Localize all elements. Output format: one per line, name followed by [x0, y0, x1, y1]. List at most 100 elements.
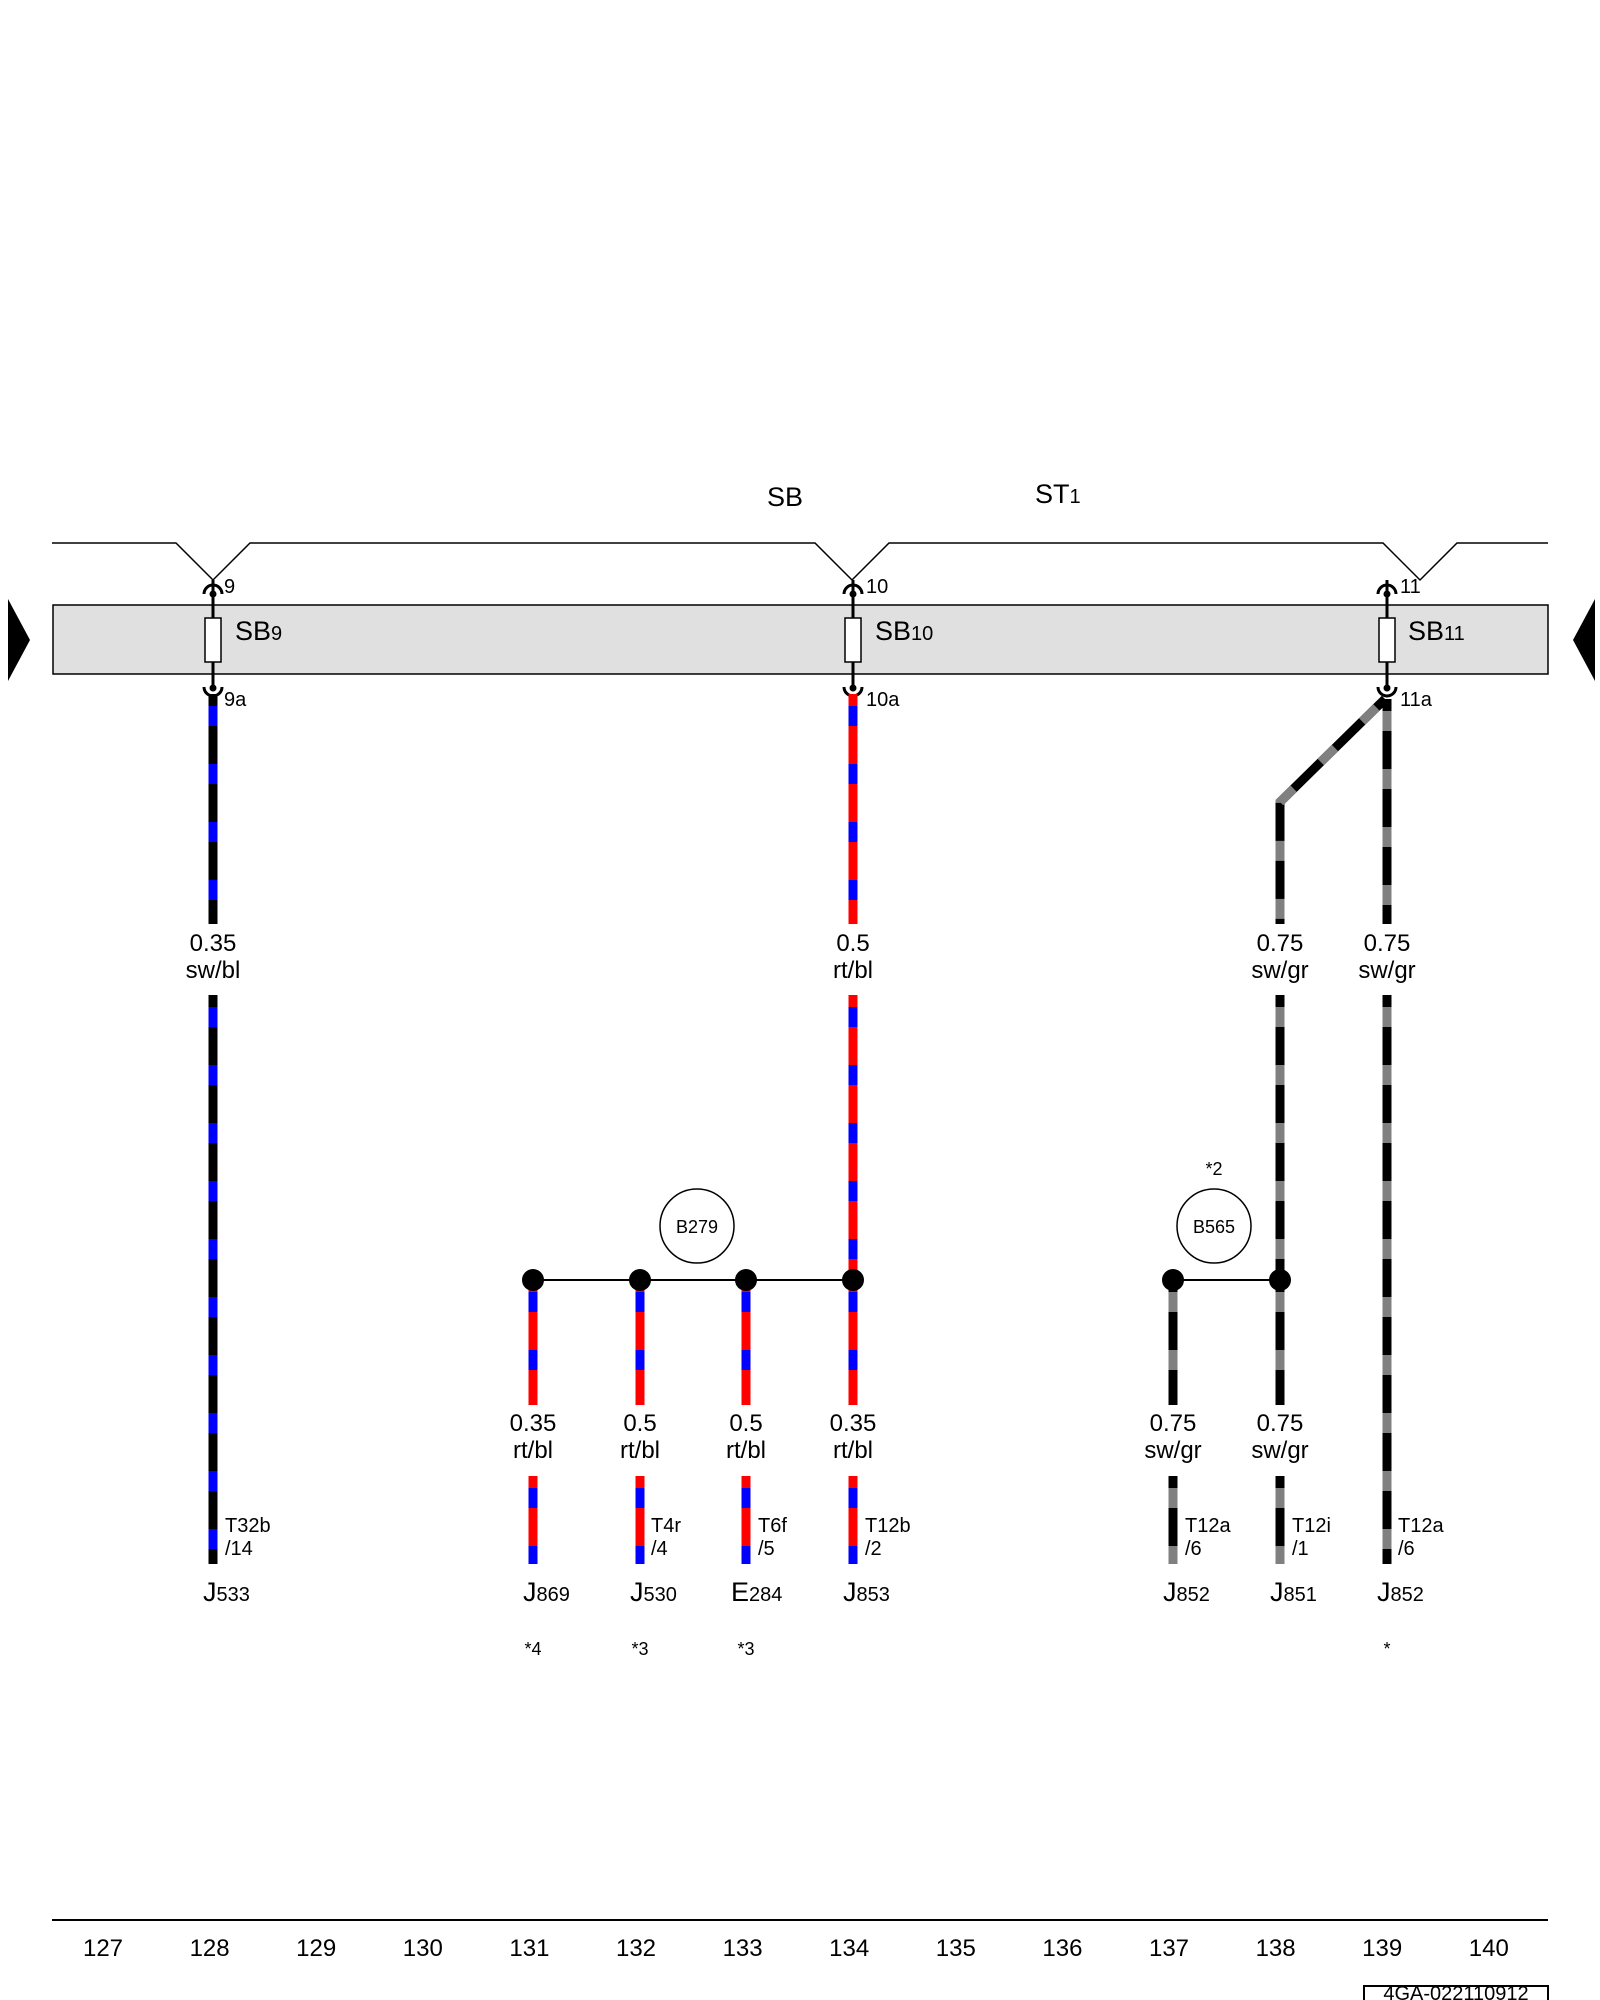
connector-id: T12i	[1292, 1515, 1331, 1537]
connector-id: T12b	[865, 1515, 911, 1537]
fuse-sb10: SB10 10 10a	[866, 576, 933, 711]
branch-size: 0.75	[1150, 1410, 1197, 1437]
ruler-number: 138	[1256, 1935, 1296, 1962]
fuse-number: 11	[1444, 623, 1465, 645]
wire-size-sb9: 0.35	[190, 930, 237, 957]
component-label: J530	[630, 1577, 677, 1607]
component-note: *3	[631, 1639, 648, 1659]
ruler-number: 129	[296, 1935, 336, 1962]
fuse-label: SB9	[235, 616, 282, 646]
footer-code-box	[1363, 1985, 1549, 2000]
connector-id: T32b	[225, 1515, 271, 1537]
component-note: *	[1383, 1639, 1390, 1659]
connector-pin: /4	[651, 1538, 668, 1560]
junction-dot	[842, 1269, 864, 1291]
fuse-symbol-icon	[204, 617, 222, 663]
fuse-label: SB10	[875, 616, 933, 646]
component-letter: J	[630, 1577, 644, 1607]
ruler-number: 133	[723, 1935, 763, 1962]
splice-b565-label: B565	[1193, 1217, 1235, 1237]
wire-color-sb9: sw/bl	[186, 957, 241, 984]
component-number: 530	[644, 1584, 677, 1606]
fuse-in-pin: 9	[224, 576, 235, 598]
branch-color: rt/bl	[513, 1437, 553, 1464]
component-number: 851	[1284, 1584, 1317, 1606]
component-number: 284	[749, 1584, 782, 1606]
ruler-number: 136	[1042, 1935, 1082, 1962]
component-label: J852	[1377, 1577, 1424, 1607]
wire-size-sb10: 0.5	[836, 930, 869, 957]
branch-size: 0.5	[623, 1410, 656, 1437]
component-label: J853	[843, 1577, 890, 1607]
wire-color-sb11-left: sw/gr	[1251, 957, 1308, 984]
connector-id: T12a	[1398, 1515, 1444, 1537]
branch-size: 0.5	[729, 1410, 762, 1437]
connector-pin: /6	[1185, 1538, 1202, 1560]
connector-id: T12a	[1185, 1515, 1231, 1537]
component-note: *4	[524, 1639, 541, 1659]
header-st-sub: 1	[1070, 486, 1081, 508]
wire-sb11-left-upper-stripe	[1275, 695, 1389, 924]
connector-pin: /6	[1398, 1538, 1415, 1560]
junction-dot	[522, 1269, 544, 1291]
connector-pin: /1	[1292, 1538, 1309, 1560]
splice-b279-label: B279	[676, 1217, 718, 1237]
terminal-top-icon	[202, 583, 224, 595]
branch-size: 0.35	[510, 1410, 557, 1437]
terminal-dot	[849, 684, 857, 692]
branch-color: rt/bl	[620, 1437, 660, 1464]
branch-color: rt/bl	[726, 1437, 766, 1464]
branch-size: 0.35	[830, 1410, 877, 1437]
connector-pin: /5	[758, 1538, 775, 1560]
ruler-number: 135	[936, 1935, 976, 1962]
wire-size-sb11-left: 0.75	[1257, 930, 1304, 957]
junction-dot	[1162, 1269, 1184, 1291]
terminal-top-icon	[842, 583, 864, 595]
component-label: E284	[731, 1577, 782, 1607]
header-st-main: ST	[1035, 479, 1070, 509]
branch-color: sw/gr	[1251, 1437, 1308, 1464]
fuse-name: SB	[235, 616, 271, 646]
component-label: J852	[1163, 1577, 1210, 1607]
connector-pin: /2	[865, 1538, 882, 1560]
component-label: J851	[1270, 1577, 1317, 1607]
junction-dot	[735, 1269, 757, 1291]
fuse-out-pin: 11a	[1400, 689, 1433, 711]
junction-dot	[1269, 1269, 1291, 1291]
ruler-number: 139	[1362, 1935, 1402, 1962]
terminal-dot	[209, 684, 217, 692]
ruler-number: 137	[1149, 1935, 1189, 1962]
ruler-number: 134	[829, 1935, 869, 1962]
component-number: 852	[1391, 1584, 1424, 1606]
branch-color: rt/bl	[833, 1437, 873, 1464]
wire-color-sb11-right: sw/gr	[1358, 957, 1415, 984]
component-letter: J	[1163, 1577, 1177, 1607]
fuse-out-pin: 9a	[224, 689, 247, 711]
ruler-number: 140	[1469, 1935, 1509, 1962]
component-letter: E	[731, 1577, 749, 1607]
component-number: 852	[1177, 1584, 1210, 1606]
ruler-number: 131	[509, 1935, 549, 1962]
fuse-bar	[52, 604, 1549, 675]
fuse-name: SB	[875, 616, 911, 646]
component-note: *3	[737, 1639, 754, 1659]
fuse-out-pin: 10a	[866, 689, 900, 711]
component-number: 533	[217, 1584, 250, 1606]
left-arrow-icon	[8, 599, 30, 681]
terminal-top-icon	[1376, 583, 1398, 595]
fuse-symbol-icon	[1378, 617, 1396, 663]
component-number: 853	[857, 1584, 890, 1606]
component-letter: J	[1270, 1577, 1284, 1607]
terminal-bottom-icon	[1376, 686, 1398, 698]
terminal-dot	[1383, 684, 1391, 692]
component-label: J869	[523, 1577, 570, 1607]
component-label: J533	[203, 1577, 250, 1607]
splice-b279-circle	[659, 1188, 735, 1264]
wires-layer	[202, 580, 1398, 1564]
footer-code: 4GA-022110912	[1383, 1983, 1528, 2000]
branch-color: sw/gr	[1144, 1437, 1201, 1464]
fuse-sb9: SB9 9 9a	[224, 576, 282, 711]
branch-size: 0.75	[1257, 1410, 1304, 1437]
